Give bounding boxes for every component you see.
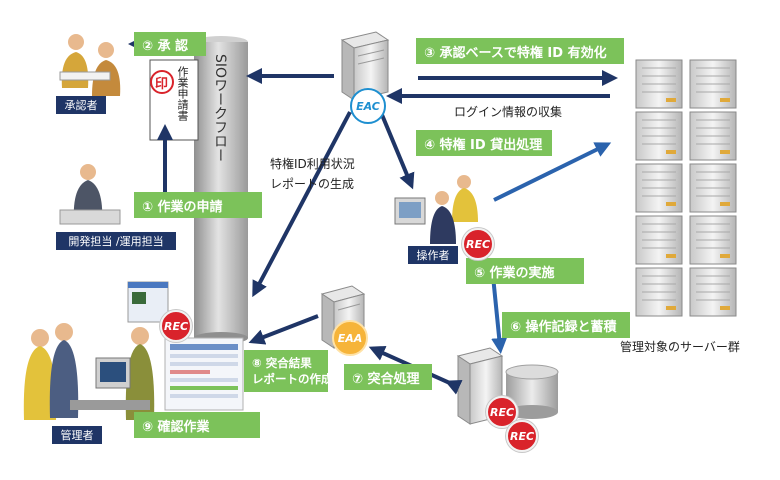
manager-people-icon: [23, 323, 155, 420]
operator-people-icon: [394, 175, 478, 244]
server-status-light: [720, 254, 730, 258]
flow-arrows: [128, 36, 618, 395]
report-generation-label: 特権ID利用状況 レポートの生成: [270, 157, 355, 191]
server-status-light: [720, 202, 730, 206]
server-status-light: [720, 98, 730, 102]
step-activate: ③ 承認ベースで特権 ID 有効化: [416, 38, 624, 64]
seal-stamp-label: 印: [155, 77, 169, 92]
rec-badge-icon: REC: [506, 420, 538, 452]
monitor-window-icon: [127, 281, 169, 323]
workflow-label: SIOワークフロー: [212, 54, 228, 163]
step-result-report-line1: ⑧ 突合結果: [252, 356, 312, 370]
server-status-light: [720, 150, 730, 154]
role-operator: 操作者: [408, 246, 458, 264]
step-approve: ② 承 認: [134, 32, 206, 56]
workflow-pillar: [194, 36, 248, 344]
approver-people-icon: [59, 34, 121, 96]
arrow-lend-privilege: [378, 109, 415, 190]
role-approver: 承認者: [56, 96, 106, 114]
step-request: ① 作業の申請: [134, 192, 262, 218]
login-info-label: ログイン情報の収集: [454, 105, 563, 119]
rec-badge-icon: REC: [160, 310, 192, 342]
server-status-light: [666, 202, 676, 206]
arrow-usage-report: [252, 111, 352, 298]
server-status-light: [666, 306, 676, 310]
eac-badge-icon: EAC: [350, 88, 386, 124]
developer-person-icon: [59, 164, 121, 225]
server-status-light: [720, 306, 730, 310]
form-label: 作業申請書: [176, 66, 189, 121]
step-result-report: ⑧ 突合結果 レポートの作成: [244, 350, 333, 392]
server-status-light: [666, 150, 676, 154]
step-lend: ④ 特権 ID 貸出処理: [416, 130, 552, 156]
arrow-result-report: [248, 314, 319, 345]
managed-server-rack-grid: [635, 59, 737, 317]
server-status-light: [666, 254, 676, 258]
report-screen-icon: [164, 337, 244, 411]
role-developer: 開発担当 /運用担当: [56, 232, 176, 250]
database-icon: [505, 364, 559, 419]
arrow-operation-to-servers: [493, 142, 612, 202]
step-execute: ⑤ 作業の実施: [466, 258, 584, 284]
step-reconcile: ⑦ 突合処理: [344, 364, 432, 390]
servers-label: 管理対象のサーバー群: [620, 340, 740, 354]
server-status-light: [666, 98, 676, 102]
rec-badge-icon: REC: [462, 228, 494, 260]
role-manager: 管理者: [52, 426, 102, 444]
step-record: ⑥ 操作記録と蓄積: [502, 312, 630, 338]
step-result-report-line2: レポートの作成: [252, 372, 333, 386]
step-verify: ⑨ 確認作業: [134, 412, 260, 438]
seal-stamp-icon: [150, 70, 174, 94]
eaa-badge-icon: EAA: [332, 320, 368, 356]
